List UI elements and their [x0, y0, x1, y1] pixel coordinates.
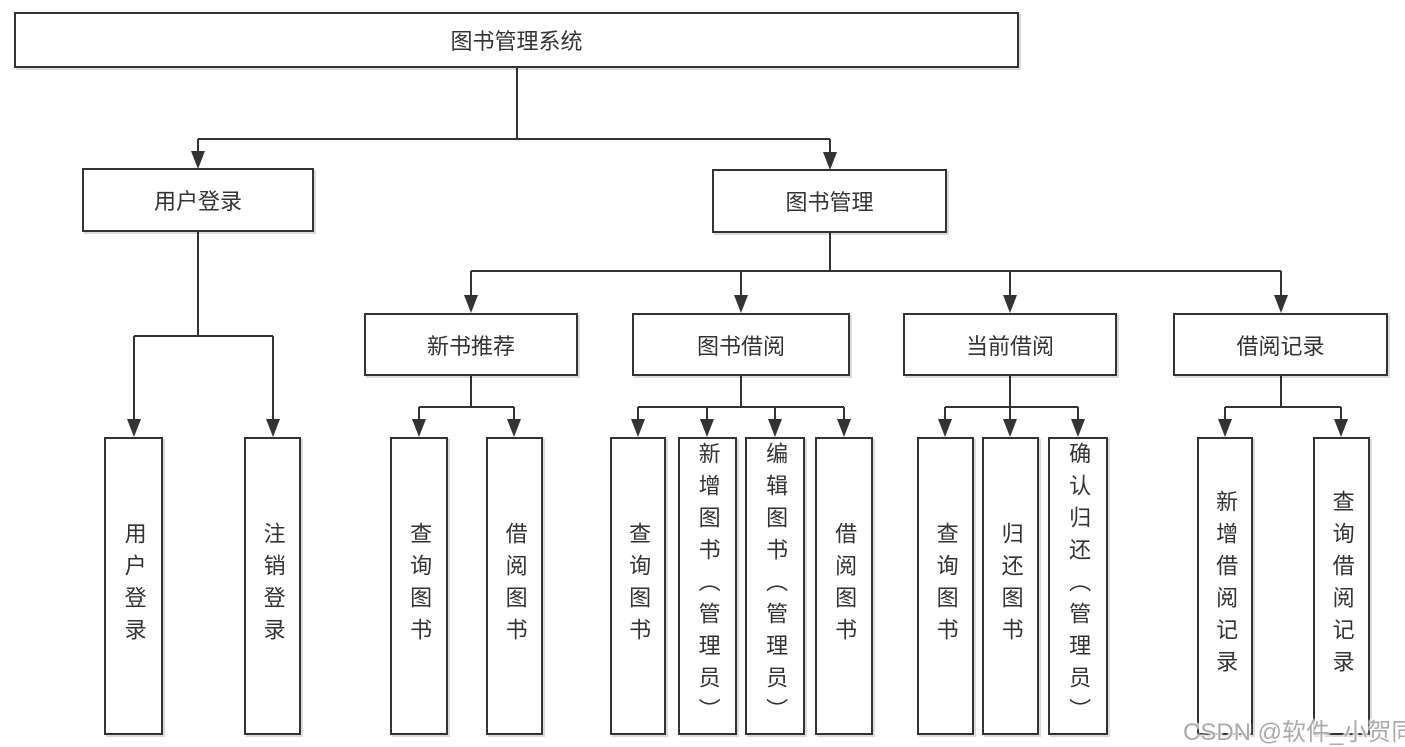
node-label: 新增借阅记录	[1213, 490, 1239, 682]
node-book-borrowing: 图书借阅	[632, 313, 850, 376]
csdn-watermark: CSDN @软件_小贺同学	[1183, 719, 1405, 746]
node-label: 新书推荐	[426, 333, 515, 359]
node-label: 确认归还（管理员）	[1066, 442, 1092, 730]
node-label: 借阅图书	[502, 522, 528, 650]
edge-root-to-level1	[191, 68, 837, 170]
leaf-recommend-query-books: 查询图书	[390, 437, 448, 735]
leaf-current-confirm-return-admin: 确认归还（管理员）	[1048, 437, 1108, 735]
node-label: 查询借阅记录	[1329, 490, 1355, 682]
node-label: 用户登录	[153, 189, 242, 214]
node-label: 图书管理系统	[450, 29, 583, 54]
leaf-recommend-borrow-books: 借阅图书	[486, 437, 543, 735]
node-label: 查询图书	[407, 522, 433, 650]
node-new-book-recommendation: 新书推荐	[364, 313, 578, 376]
edge-user-login-branch	[127, 232, 280, 437]
node-borrowing-records: 借阅记录	[1173, 313, 1388, 376]
node-label: 编辑图书（管理员）	[763, 442, 789, 730]
node-library-management-system: 图书管理系统	[14, 12, 1019, 68]
node-label: 查询图书	[626, 522, 652, 650]
leaf-records-add-borrow-record: 新增借阅记录	[1197, 437, 1253, 735]
leaf-borrowing-query-books: 查询图书	[610, 437, 666, 735]
node-label: 当前借阅	[965, 333, 1054, 359]
leaf-logout: 注销登录	[244, 437, 301, 735]
node-label: 归还图书	[998, 522, 1024, 650]
node-label: 查询图书	[933, 522, 959, 650]
node-book-management: 图书管理	[712, 169, 947, 233]
edge-level2-to-leaves	[412, 376, 1348, 437]
node-label: 借阅图书	[832, 522, 858, 650]
leaf-user-login: 用户登录	[104, 437, 163, 735]
leaf-borrowing-add-books-admin: 新增图书（管理员）	[678, 437, 737, 735]
leaf-records-query-borrow-record: 查询借阅记录	[1313, 437, 1370, 735]
leaf-borrowing-borrow-books: 借阅图书	[815, 437, 873, 735]
node-label: 注销登录	[260, 522, 286, 650]
node-label: 图书管理	[785, 190, 874, 215]
node-label: 新增图书（管理员）	[695, 442, 721, 730]
edge-book-management-branch	[464, 233, 1288, 313]
node-label: 用户登录	[121, 522, 147, 650]
node-current-borrowing: 当前借阅	[903, 313, 1117, 376]
node-label: 图书借阅	[696, 333, 785, 359]
node-label: 借阅记录	[1236, 333, 1325, 359]
leaf-current-return-books: 归还图书	[982, 437, 1039, 735]
node-user-login: 用户登录	[82, 168, 314, 232]
leaf-current-query-books: 查询图书	[917, 437, 974, 735]
leaf-borrowing-edit-books-admin: 编辑图书（管理员）	[745, 437, 805, 735]
